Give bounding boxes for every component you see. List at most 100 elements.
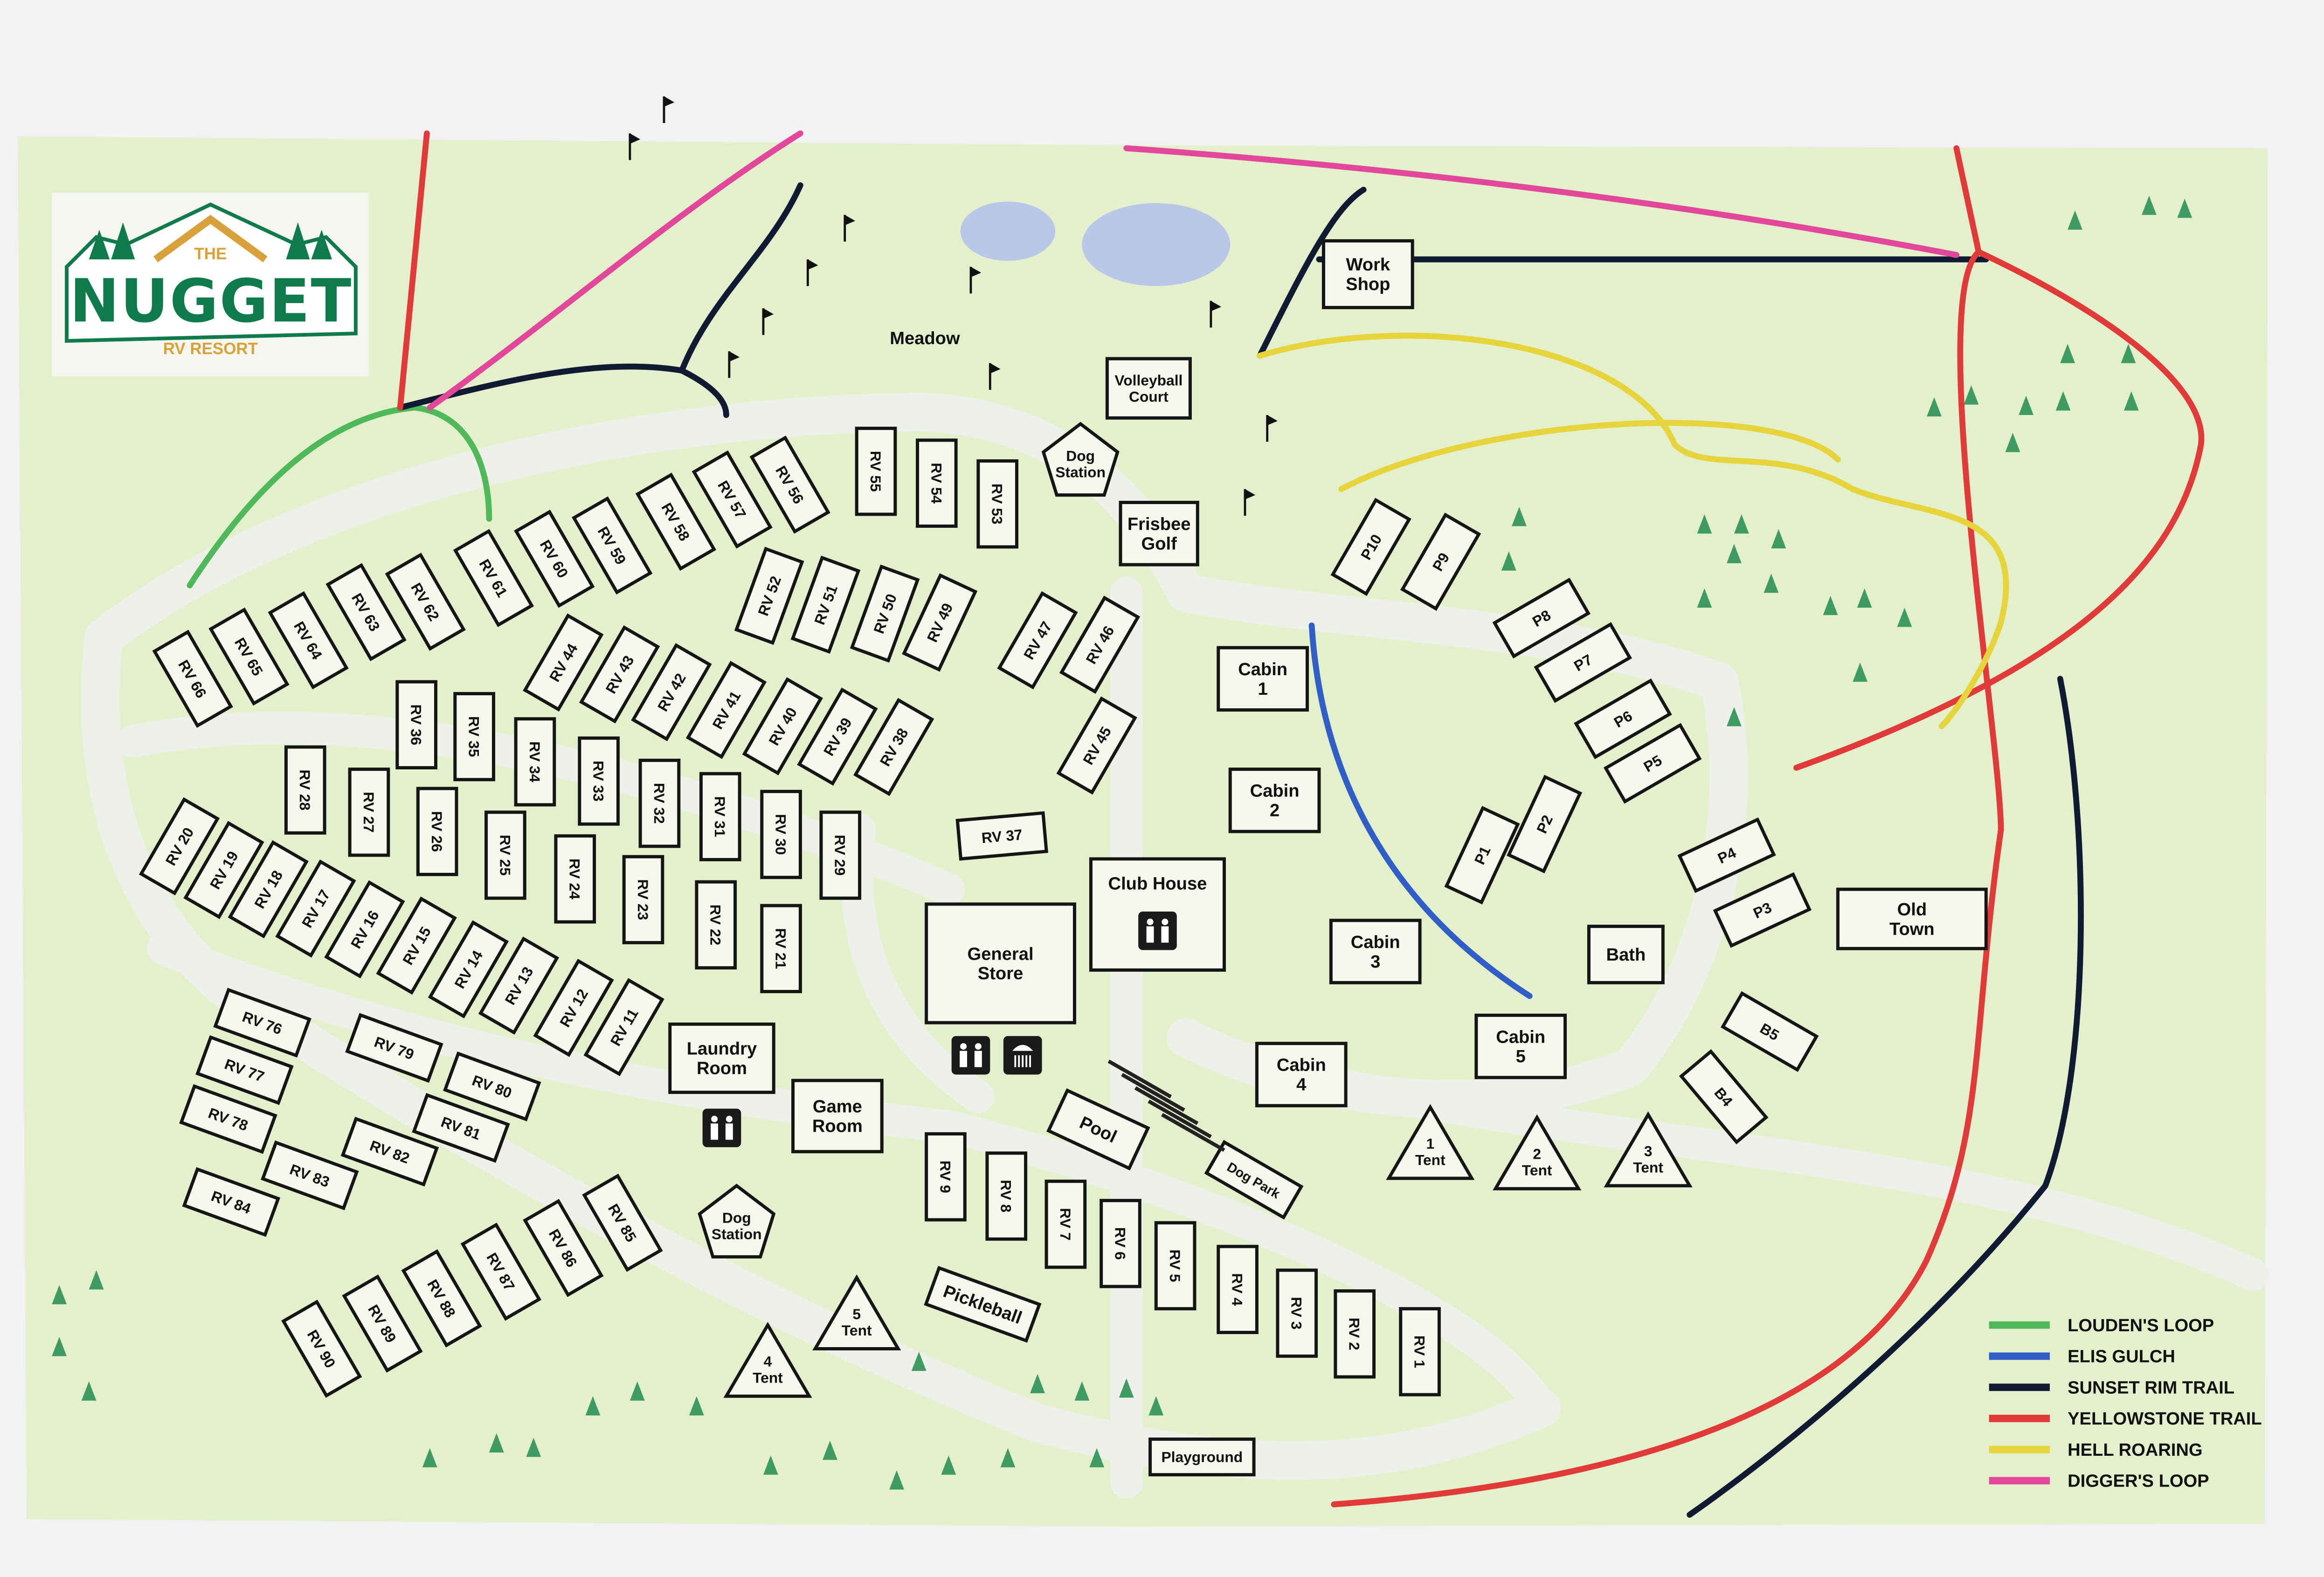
campsite-rv29[interactable]: RV 29 (819, 810, 862, 900)
campsite-rv54[interactable]: RV 54 (916, 438, 958, 528)
campsite-rv45[interactable]: RV 45 (1056, 696, 1137, 795)
campsite-rv52[interactable]: RV 52 (734, 546, 804, 645)
campsite-rv12[interactable]: RV 12 (533, 959, 614, 1057)
campsite-rv42[interactable]: RV 42 (631, 643, 712, 741)
campsite-rv32[interactable]: RV 32 (638, 759, 681, 848)
campsite-rv82[interactable]: RV 82 (340, 1116, 439, 1187)
campsite-rv41[interactable]: RV 41 (685, 661, 767, 759)
campsite-rv51[interactable]: RV 51 (790, 555, 861, 654)
playground[interactable]: Playground (1148, 1437, 1256, 1477)
campsite-rv21[interactable]: RV 21 (760, 904, 802, 993)
campsite-rv83[interactable]: RV 83 (261, 1140, 359, 1210)
campsite-rv22[interactable]: RV 22 (695, 880, 737, 970)
campsite-rv9[interactable]: RV 9 (925, 1132, 967, 1222)
campsite-rv57[interactable]: RV 57 (692, 450, 773, 549)
campsite-rv23[interactable]: RV 23 (622, 855, 664, 945)
campsite-rv55[interactable]: RV 55 (855, 427, 897, 516)
campsite-rv65[interactable]: RV 65 (208, 607, 290, 706)
campsite-rv31[interactable]: RV 31 (699, 772, 741, 862)
campsite-rv2[interactable]: RV 2 (1334, 1289, 1376, 1379)
campsite-rv13[interactable]: RV 13 (478, 936, 560, 1035)
campsite-rv14[interactable]: RV 14 (428, 920, 509, 1019)
campsite-rv18[interactable]: RV 18 (228, 840, 309, 939)
campsite-rv76[interactable]: RV 76 (213, 988, 311, 1058)
campsite-rv33[interactable]: RV 33 (578, 736, 620, 826)
campsite-rv78[interactable]: RV 78 (179, 1084, 277, 1154)
campsite-p9[interactable]: P9 (1400, 512, 1481, 611)
campsite-rv6[interactable]: RV 6 (1100, 1199, 1141, 1288)
campsite-p8[interactable]: P8 (1492, 577, 1591, 659)
campsite-p3[interactable]: P3 (1713, 872, 1812, 948)
campsite-rv81[interactable]: RV 81 (412, 1093, 510, 1163)
campsite-rv20[interactable]: RV 20 (138, 797, 220, 896)
campsite-rv1[interactable]: RV 1 (1399, 1307, 1441, 1397)
campsite-rv35[interactable]: RV 35 (453, 692, 495, 782)
campsite-rv37[interactable]: RV 37 (955, 811, 1048, 861)
campsite-rv50[interactable]: RV 50 (850, 564, 920, 663)
campsite-p6[interactable]: P6 (1574, 678, 1672, 760)
pool[interactable]: Pool (1046, 1088, 1150, 1171)
campsite-rv43[interactable]: RV 43 (579, 625, 660, 724)
campsite-rv5[interactable]: RV 5 (1154, 1221, 1197, 1311)
campsite-rv90[interactable]: RV 90 (281, 1300, 362, 1398)
campsite-rv87[interactable]: RV 87 (460, 1222, 542, 1321)
campsite-p2[interactable]: P2 (1507, 775, 1583, 873)
campsite-rv15[interactable]: RV 15 (376, 896, 457, 995)
campsite-rv86[interactable]: RV 86 (523, 1199, 604, 1297)
campsite-rv24[interactable]: RV 24 (554, 834, 596, 924)
campsite-rv4[interactable]: RV 4 (1217, 1245, 1259, 1335)
campsite-rv56[interactable]: RV 56 (749, 436, 830, 534)
campsite-rv61[interactable]: RV 61 (453, 529, 534, 627)
campsite-rv49[interactable]: RV 49 (902, 573, 978, 672)
campsite-rv39[interactable]: RV 39 (797, 687, 878, 786)
campsite-b4[interactable]: B4 (1679, 1049, 1769, 1145)
campsite-rv30[interactable]: RV 30 (760, 789, 802, 879)
campsite-rv38[interactable]: RV 38 (853, 698, 934, 796)
campsite-rv7[interactable]: RV 7 (1044, 1179, 1087, 1269)
campsite-rv36[interactable]: RV 36 (395, 680, 437, 769)
bath[interactable]: Bath (1587, 925, 1665, 984)
campsite-rv80[interactable]: RV 80 (443, 1051, 541, 1121)
campsite-p7[interactable]: P7 (1534, 622, 1632, 703)
campsite-rv46[interactable]: RV 46 (1059, 595, 1141, 694)
campsite-rv11[interactable]: RV 11 (583, 978, 664, 1077)
campsite-rv88[interactable]: RV 88 (401, 1249, 482, 1348)
campsite-rv60[interactable]: RV 60 (514, 510, 595, 608)
campsite-p1[interactable]: P1 (1444, 806, 1520, 905)
campsite-rv62[interactable]: RV 62 (385, 553, 466, 651)
campsite-rv58[interactable]: RV 58 (635, 472, 717, 571)
campsite-rv27[interactable]: RV 27 (348, 768, 390, 857)
campsite-rv3[interactable]: RV 3 (1276, 1268, 1318, 1358)
campsite-rv84[interactable]: RV 84 (182, 1167, 281, 1237)
campsite-rv16[interactable]: RV 16 (324, 880, 405, 979)
campsite-rv25[interactable]: RV 25 (484, 810, 526, 900)
campsite-rv85[interactable]: RV 85 (582, 1174, 663, 1272)
campsite-rv66[interactable]: RV 66 (152, 629, 233, 728)
campsite-rv77[interactable]: RV 77 (195, 1035, 294, 1105)
campsite-p10[interactable]: P10 (1330, 498, 1411, 596)
campsite-b5[interactable]: B5 (1720, 991, 1819, 1072)
campsite-rv44[interactable]: RV 44 (523, 613, 604, 712)
dog-park[interactable]: Dog Park (1204, 1140, 1304, 1220)
campsite-rv89[interactable]: RV 89 (342, 1274, 423, 1373)
campsite-rv53[interactable]: RV 53 (976, 459, 1018, 549)
campsite-rv47[interactable]: RV 47 (997, 591, 1078, 690)
